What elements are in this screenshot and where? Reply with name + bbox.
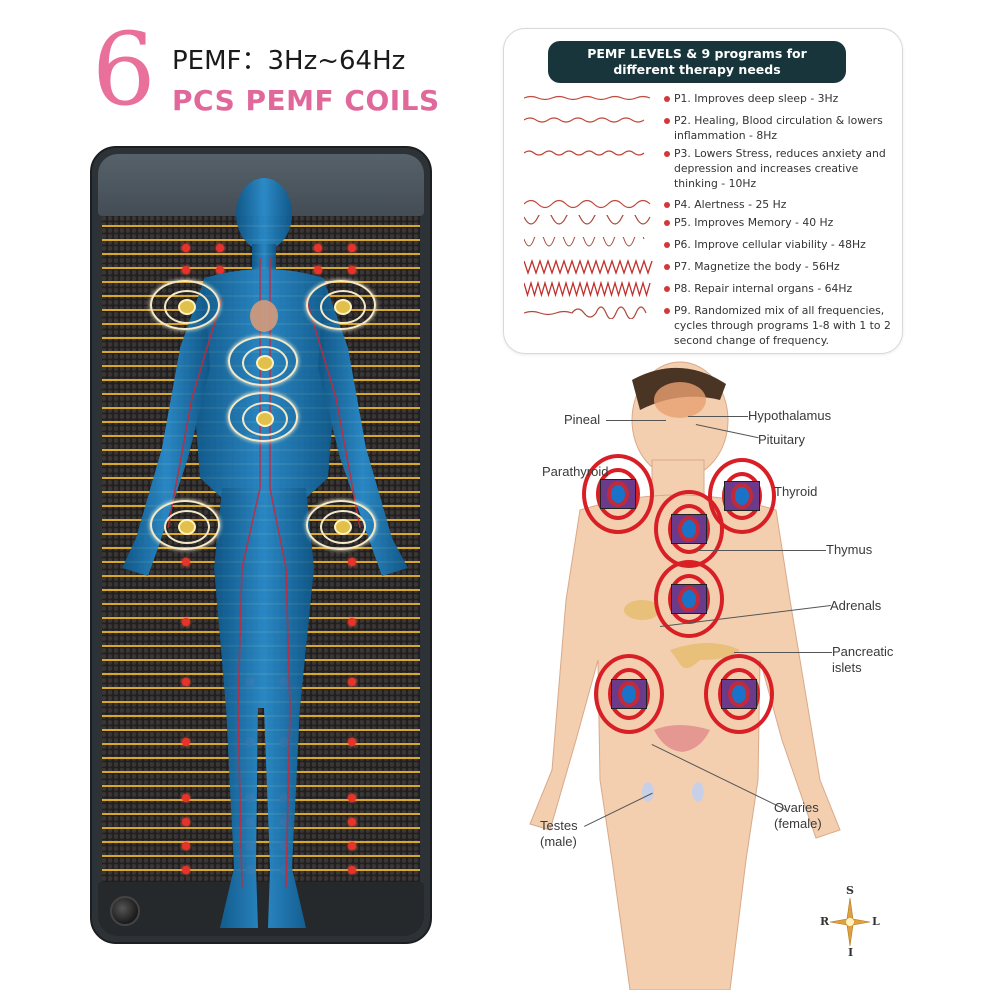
bullet-icon [664,220,670,226]
coil-icon-right-shoulder [306,280,376,330]
coil-icon-lower-chest [228,392,298,442]
knob-icon [110,896,140,926]
red-coil-icon-left-pelvis [594,654,664,734]
bullet-icon [664,202,670,208]
wave-icon-3hz [524,95,651,101]
bullet-icon [664,264,670,270]
label-parathyroid: Parathyroid [542,464,609,479]
mat-bottom-section [98,882,424,936]
wave-icon-56hz [524,259,653,275]
wave-icon-25hz [524,199,651,209]
program-text: P5. Improves Memory - 40 Hz [674,216,834,229]
card-title-line1: PEMF LEVELS & 9 programs for [587,46,807,61]
label-testes-male: (male) [540,834,577,849]
compass-label-r: R [820,915,830,928]
red-coil-icon-adrenals [654,560,724,638]
program-text: P2. Healing, Blood circulation & lowers … [674,114,883,142]
label-islets: islets [832,660,862,675]
program-text: P3. Lowers Stress, reduces anxiety and d… [674,147,886,190]
bullet-icon [664,242,670,248]
programs-card-title: PEMF LEVELS & 9 programs for different t… [548,41,846,83]
program-text: P1. Improves deep sleep - 3Hz [674,92,839,105]
leader-line [698,550,826,551]
human-body-figure [122,178,408,928]
frequency-range-text: PEMF：3Hz~64Hz [172,46,406,76]
label-hypothalamus: Hypothalamus [748,408,832,423]
leader-line [734,652,832,653]
label-pineal: Pineal [564,412,601,427]
program-text: P9. Randomized mix of all frequencies, c… [674,304,891,347]
label-adrenals: Adrenals [830,598,882,613]
wave-icon-40hz [524,215,651,225]
label-thymus: Thymus [826,542,873,557]
bullet-icon [664,308,670,314]
label-ovaries-female: (female) [774,816,822,831]
compass-label-i: I [848,946,854,959]
label-ovaries: Ovaries [774,800,819,815]
bullet-icon [664,118,670,124]
program-text: P6. Improve cellular viability - 48Hz [674,238,866,251]
coil-icon-upper-chest [228,336,298,386]
coil-count-number: 6 [92,11,156,128]
wave-icon-random [524,306,647,319]
wave-icon-8hz [524,117,645,123]
label-thyroid: Thyroid [774,484,818,499]
coil-icon-left-hip [150,500,220,550]
bullet-icon [664,286,670,292]
anatomy-illustration: Pineal Hypothalamus Pituitary Parathyroi… [520,360,940,990]
wave-icon-48hz [524,237,645,247]
wave-icon-10hz [524,150,645,156]
compass-label-l: L [872,915,880,928]
human-torso-figure [529,361,841,990]
leader-line [606,420,666,421]
red-coil-icon-parathyroid [582,454,654,534]
compass-label-s: S [846,884,854,897]
program-text: P8. Repair internal organs - 64Hz [674,282,853,295]
coil-icon-right-hip [306,500,376,550]
coil-label-text: PCS PEMF COILS [172,84,440,117]
leader-line [688,416,748,417]
coil-icon-left-shoulder [150,280,220,330]
compass-icon: S R L I [820,882,880,962]
red-coil-icon-thymus [654,490,724,568]
bullet-icon [664,96,670,102]
pemf-mat [90,146,432,944]
red-coil-icon-thyroid [708,458,776,534]
wave-icon-64hz [524,281,651,297]
program-text: P7. Magnetize the body - 56Hz [674,260,840,273]
label-pituitary: Pituitary [758,432,805,447]
label-pancreatic: Pancreatic [832,644,894,659]
programs-card: PEMF LEVELS & 9 programs for different t… [503,28,903,354]
card-title-line2: different therapy needs [613,62,781,77]
bullet-icon [664,151,670,157]
red-coil-icon-right-pelvis [704,654,774,734]
program-text: P4. Alertness - 25 Hz [674,198,787,211]
label-testes: Testes [540,818,578,833]
